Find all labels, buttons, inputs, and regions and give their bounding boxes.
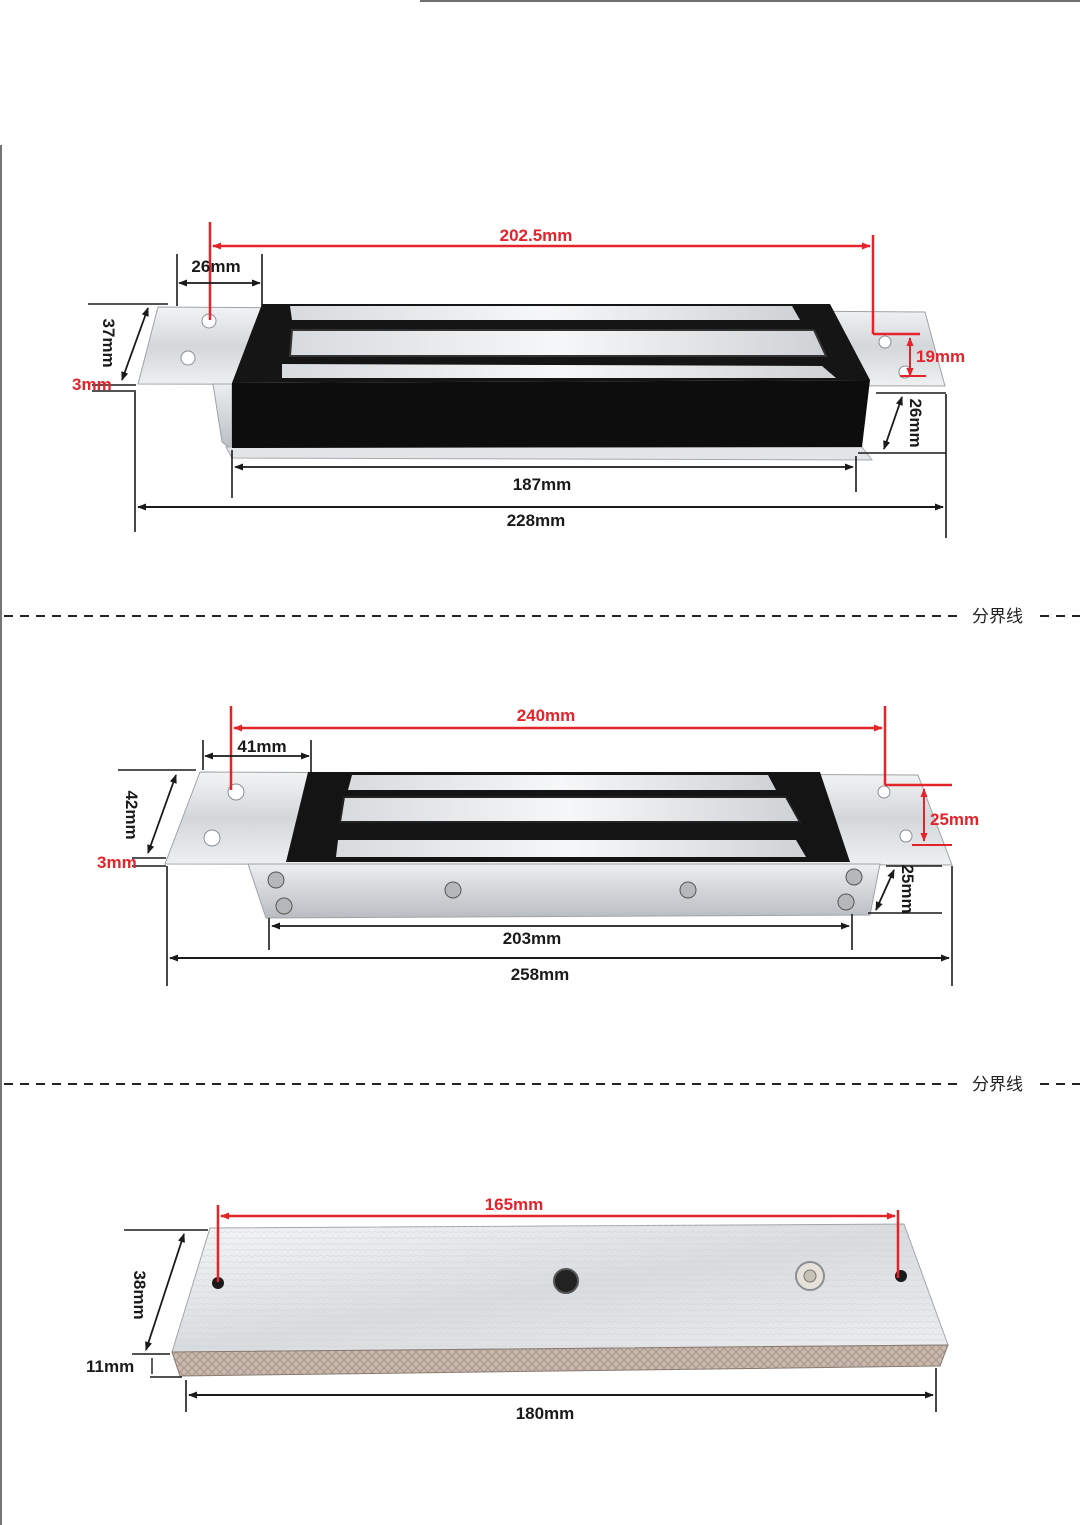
lock-1-body-length-label: 187mm [513, 475, 572, 494]
divider-2-label: 分界线 [972, 1075, 1023, 1095]
armature-plate: 165mm 38mm 11mm 180mm [86, 1195, 949, 1423]
lock-2-body-length-label: 203mm [503, 929, 562, 948]
lock-1: 202.5mm 26mm 37mm 3mm 19mm 26mm 187mm 22 [72, 222, 965, 538]
lock-1-hole-spacing-label: 202.5mm [500, 226, 573, 245]
armature-plate-photo [171, 1223, 949, 1377]
lock-1-thickness-label: 3mm [72, 375, 112, 394]
lock-1-width-label: 37mm [99, 318, 118, 367]
armature-hole-spacing-label: 165mm [485, 1195, 544, 1214]
lock-1-flange-label: 26mm [191, 257, 240, 276]
lock-1-hole-offset-label: 19mm [916, 347, 965, 366]
lock-2-width-line [147, 774, 177, 854]
lock-2-hole-spacing-label: 240mm [517, 706, 576, 725]
lock-2-width-label: 42mm [122, 790, 141, 839]
armature-thickness-label: 11mm [86, 1357, 134, 1376]
lock-1-height-line [883, 396, 903, 450]
armature-length-label: 180mm [516, 1404, 575, 1423]
divider-2: 分界线 [4, 1075, 1080, 1095]
lock-2-photo [164, 771, 953, 919]
armature-width-line [145, 1233, 185, 1351]
divider-1: 分界线 [4, 607, 1080, 627]
lock-2-height-line [875, 869, 895, 911]
lock-2-hole-offset-label: 25mm [930, 810, 979, 829]
lock-2-height-label: 25mm [898, 864, 917, 913]
lock-1-width-line [121, 307, 149, 381]
lock-2-thickness-label: 3mm [97, 853, 137, 872]
lock-1-height-label: 26mm [906, 398, 925, 447]
lock-2-flange-label: 41mm [237, 737, 286, 756]
lock-1-photo [137, 304, 946, 461]
armature-width-label: 38mm [130, 1270, 149, 1319]
divider-1-label: 分界线 [972, 607, 1023, 627]
lock-2-overall-length-label: 258mm [511, 965, 570, 984]
lock-1-overall-length-label: 228mm [507, 511, 566, 530]
lock-2: 240mm 41mm 42mm 3mm 25mm 25mm 203mm 258m [97, 706, 979, 986]
